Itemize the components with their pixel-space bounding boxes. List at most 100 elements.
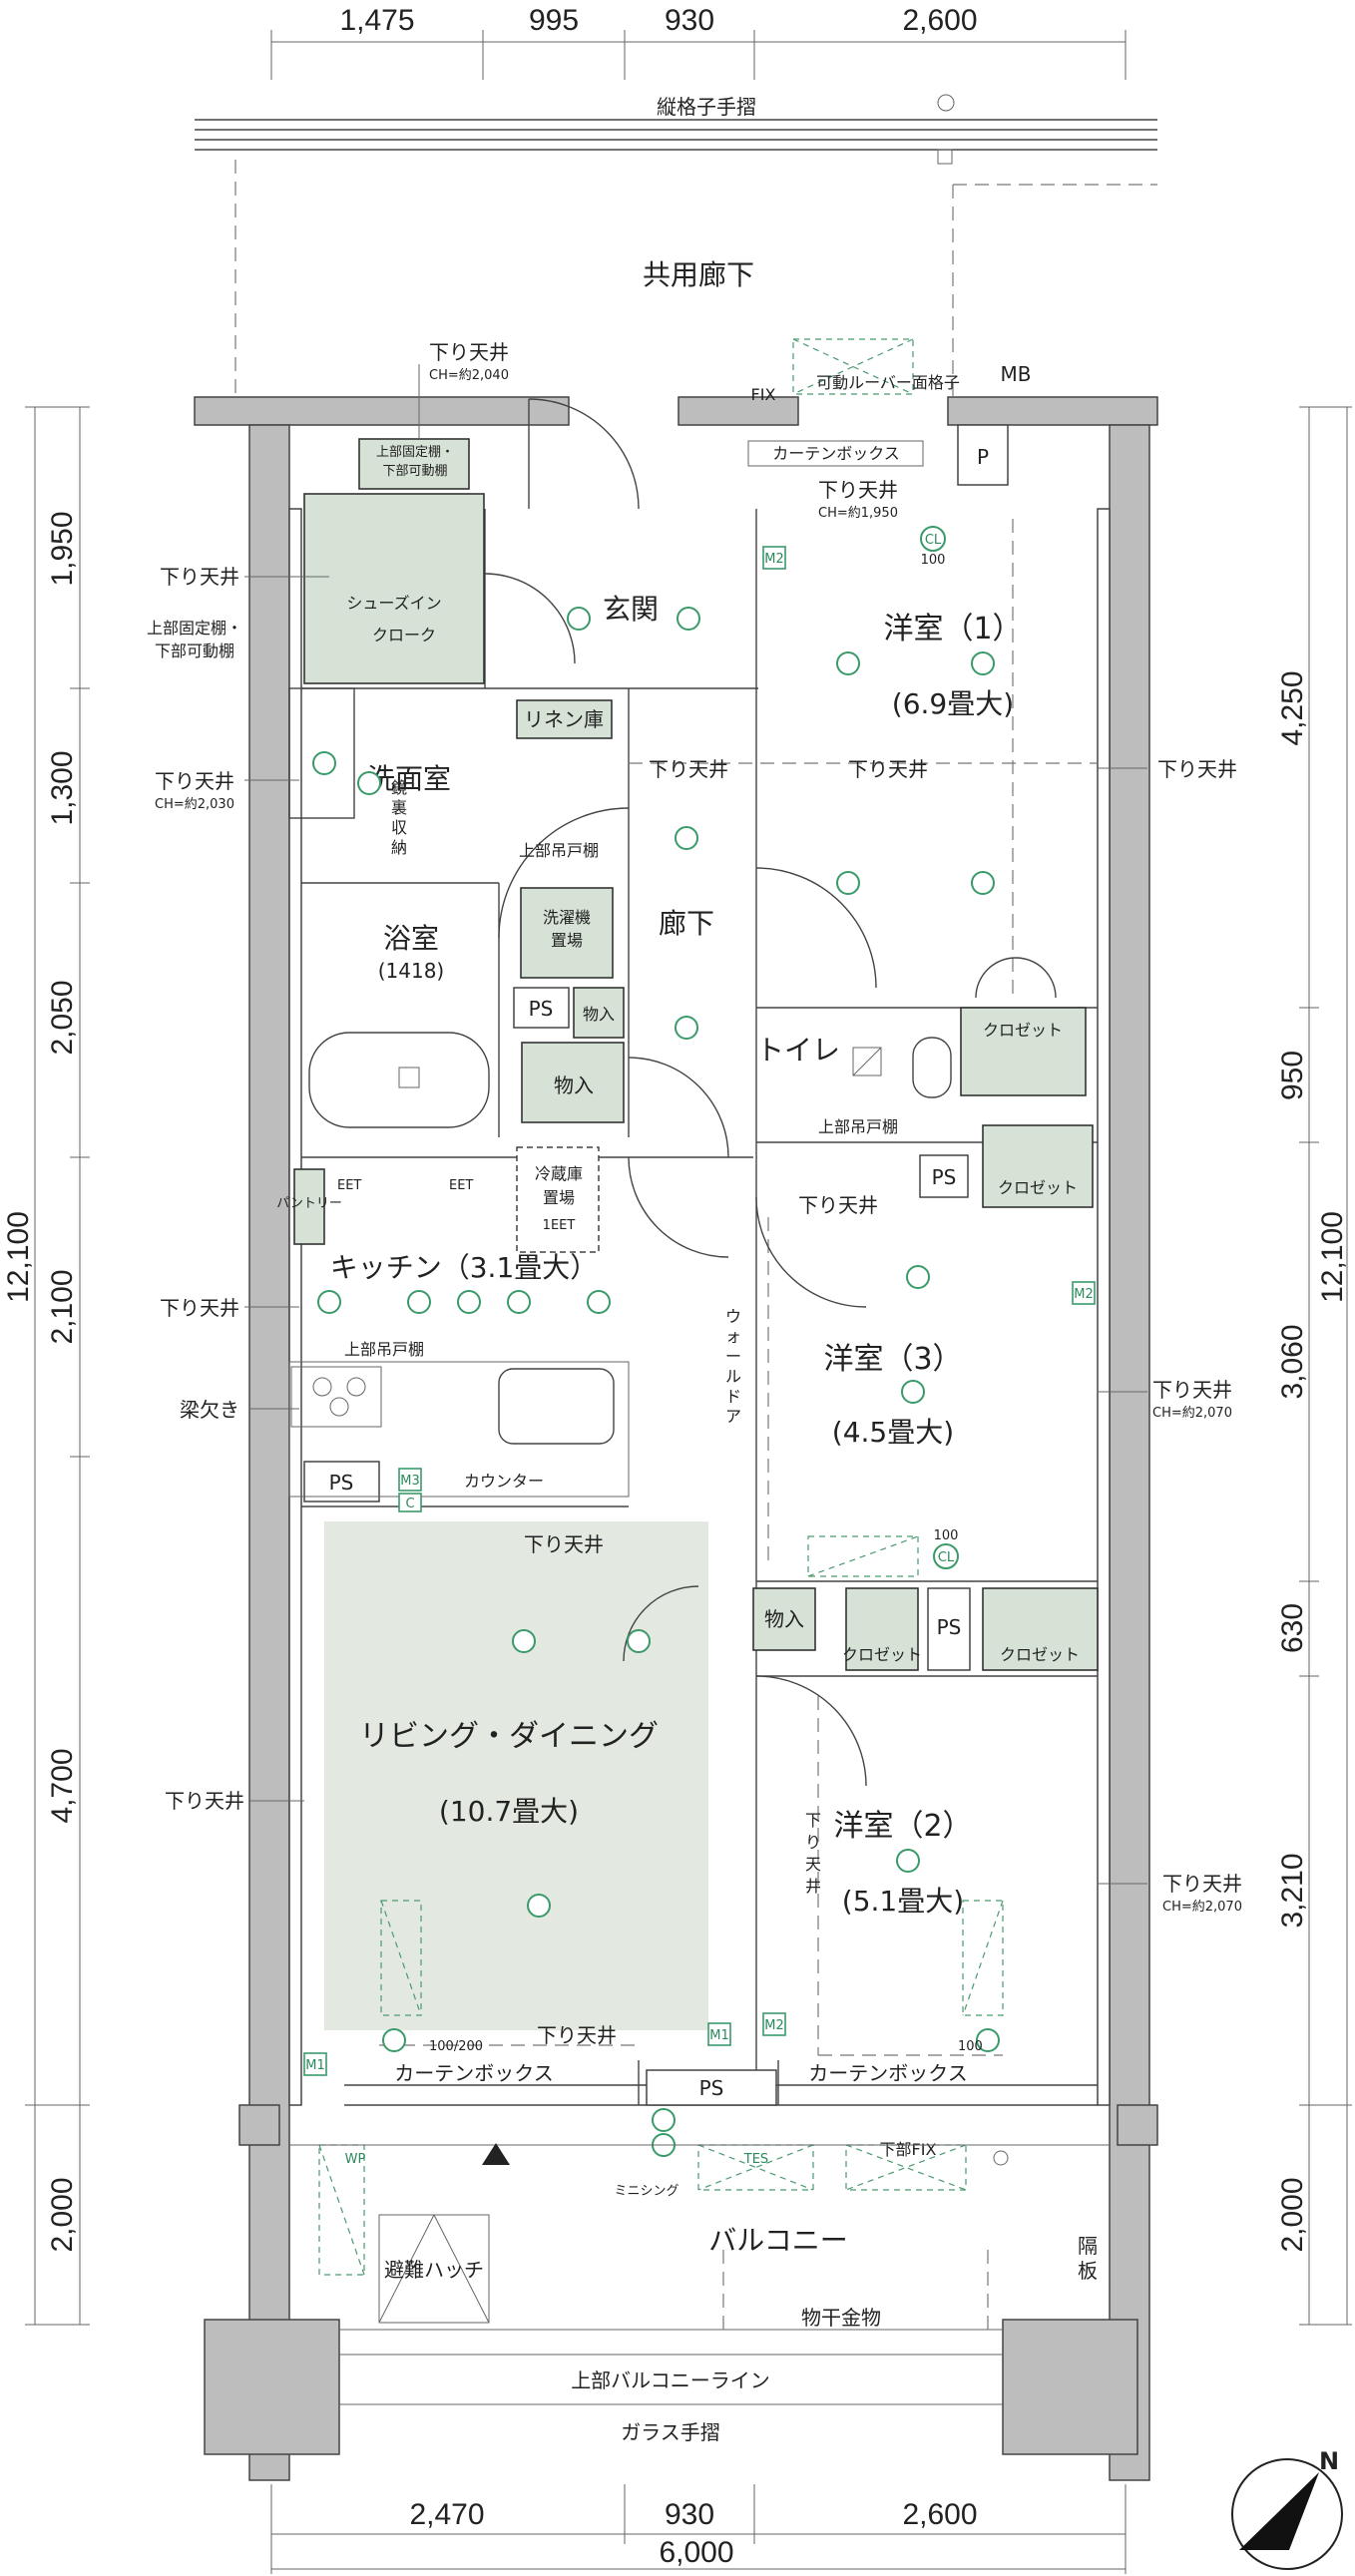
dim-left-5: 4,700 [46, 1748, 79, 1823]
closet-1-label: クロゼット [983, 1021, 1063, 1040]
monoire-3-label: 物入 [764, 1607, 804, 1631]
fixtures [288, 687, 952, 1445]
dim-left-1: 1,950 [46, 511, 79, 586]
wall-door-4: ル [725, 1367, 741, 1386]
lattice-rail-label: 縦格子手摺 [657, 95, 756, 119]
ceiling-drop-vert-1: 下 [805, 1811, 821, 1830]
svg-text:CL: CL [925, 533, 942, 548]
dim-left-total: 12,100 [2, 1211, 35, 1303]
ceiling-drop-left-1: 下り天井 [160, 565, 239, 589]
balcony-label: バルコニー [708, 2224, 847, 2257]
vertical-lattice-rail: 縦格子手摺 [195, 94, 1157, 165]
upper-fixed-shelf-2: 下部可動棚 [382, 464, 447, 479]
western-1-size: (6.9畳大) [892, 687, 1014, 720]
common-corridor-label: 共用廊下 [643, 258, 754, 291]
svg-text:M3: M3 [400, 1474, 420, 1489]
ps-5-label: PS [699, 2076, 724, 2100]
mirror-storage-4: 納 [391, 838, 407, 857]
mirror-storage-2: 裏 [391, 798, 407, 817]
dim-top-1: 1,475 [339, 4, 414, 37]
dim-left-6: 2,000 [46, 2177, 79, 2252]
upper-cabinet-wash: 上部吊戸棚 [519, 841, 599, 860]
ceiling-drop-w1b: 下り天井 [848, 757, 928, 781]
western-3-label: 洋室（3） [823, 1342, 962, 1377]
wall-door-5: ド [725, 1387, 741, 1406]
doors [484, 398, 1057, 1787]
ceiling-drop-left-ld: 下り天井 [165, 1789, 244, 1813]
north-compass: N [1231, 2447, 1343, 2570]
ceiling-drop-w3: 下り天井 [798, 1193, 878, 1217]
ceiling-ch1950: CH=約1,950 [818, 506, 898, 521]
cl-100-3: 100 [958, 2039, 983, 2054]
mb-label: MB [1001, 362, 1032, 386]
hallway-label: 廊下 [659, 907, 714, 940]
dim-top-3: 930 [665, 4, 714, 37]
ceiling-ch2030: CH=約2,030 [155, 797, 234, 812]
ceiling-drop-entry: 下り天井 [429, 340, 509, 364]
living-dining-area [324, 1521, 708, 2030]
ceiling-drop-vert-3: 天 [805, 1855, 821, 1874]
storage-boxes: シューズイン クローク 上部固定棚・ 下部可動棚 リネン庫 洗濯機 置場 物入 … [276, 362, 1099, 2324]
ps-2-label: PS [932, 1165, 957, 1189]
curtain-box-top: カーテンボックス [772, 444, 900, 463]
upper-shelf-left-1: 上部固定棚・ [147, 619, 242, 638]
dim-left-2: 1,300 [46, 750, 79, 825]
beam-label: 梁欠き [180, 1398, 239, 1422]
ceiling-drop-vert-2: り [805, 1833, 821, 1852]
ceiling-drop-w1: 下り天井 [818, 478, 898, 502]
living-dining-label: リビング・ダイニング [359, 1719, 659, 1754]
ceiling-drop-hall: 下り天井 [649, 757, 728, 781]
toilet-label: トイレ [756, 1034, 840, 1067]
washer-label-2: 置場 [551, 931, 583, 950]
ceiling-drop-right-3: 下り天井 [1162, 1872, 1242, 1896]
fridge-label-1: 冷蔵庫 [535, 1164, 583, 1183]
ceiling-annotations: 下り天井 CH=約2,040 下り天井 CH=約1,950 下り天井 上部固定棚… [147, 340, 1242, 2047]
eet-2: EET [449, 1178, 473, 1193]
dim-bottom-1: 2,470 [409, 2498, 484, 2531]
svg-text:C: C [405, 1497, 414, 1511]
entrance-label: 玄関 [603, 593, 659, 626]
light-markers [312, 607, 1000, 2157]
partition-label-1: 隔 [1078, 2234, 1098, 2258]
ceiling-ch2070-1: CH=約2,070 [1152, 1406, 1232, 1421]
top-dimension: 1,475 995 930 2,600 [270, 4, 1127, 80]
partitions [301, 509, 1098, 2106]
ps-1-label: PS [529, 997, 554, 1021]
ceiling-drop-vert-4: 井 [805, 1877, 821, 1896]
balcony-area: 物干金物 上部バルコニーライン ガラス手摺 隔 板 [289, 2143, 1110, 2444]
entry-window: カーテンボックス FIX 可動ルーバー面格子 [747, 373, 960, 467]
shoes-closet-label-1: シューズイン [346, 594, 441, 613]
dim-left-4: 2,100 [46, 1269, 79, 1344]
ceiling-ch2040: CH=約2,040 [429, 368, 509, 383]
p-label: P [977, 445, 989, 469]
dim-right-2: 950 [1276, 1051, 1309, 1100]
linen-label: リネン庫 [524, 707, 604, 731]
bath-label: 浴室 [383, 922, 439, 955]
svg-text:CL: CL [938, 1550, 955, 1565]
wall-door-3: ー [725, 1347, 741, 1366]
fridge-label-2: 置場 [543, 1188, 575, 1207]
cl-100-2: 100 [934, 1528, 959, 1543]
dim-bottom-3: 2,600 [902, 2498, 977, 2531]
ceiling-drop-right-1: 下り天井 [1157, 757, 1237, 781]
ceiling-drop-left-2: 下り天井 [155, 769, 234, 793]
curtain-boxes-bottom: カーテンボックス カーテンボックス [394, 2061, 967, 2085]
bath-size: (1418) [378, 959, 445, 983]
curtain-box-ld: カーテンボックス [394, 2061, 553, 2085]
north-label: N [1319, 2447, 1339, 2475]
western-2-label: 洋室（2） [833, 1809, 972, 1844]
right-dimensions: 4,250 950 3,060 630 3,210 2,000 12,100 [1276, 406, 1352, 2326]
dim-right-3: 3,060 [1276, 1324, 1309, 1399]
upper-fixed-shelf-1: 上部固定棚・ [376, 445, 454, 460]
glass-railing-label: ガラス手摺 [621, 2420, 720, 2444]
upper-cabinet-toilet: 上部吊戸棚 [818, 1117, 898, 1136]
ceiling-ch2070-2: CH=約2,070 [1162, 1900, 1242, 1915]
clothes-hanger-label: 物干金物 [801, 2306, 881, 2330]
dim-right-1: 4,250 [1276, 670, 1309, 745]
movable-louver-label: 可動ルーバー面格子 [816, 373, 960, 392]
dim-bottom-total: 6,000 [659, 2536, 733, 2569]
dim-left-3: 2,050 [46, 980, 79, 1055]
ceiling-drop-kitchen: 下り天井 [160, 1296, 239, 1320]
svg-text:M1: M1 [305, 2058, 325, 2073]
svg-text:M2: M2 [1074, 1287, 1094, 1302]
